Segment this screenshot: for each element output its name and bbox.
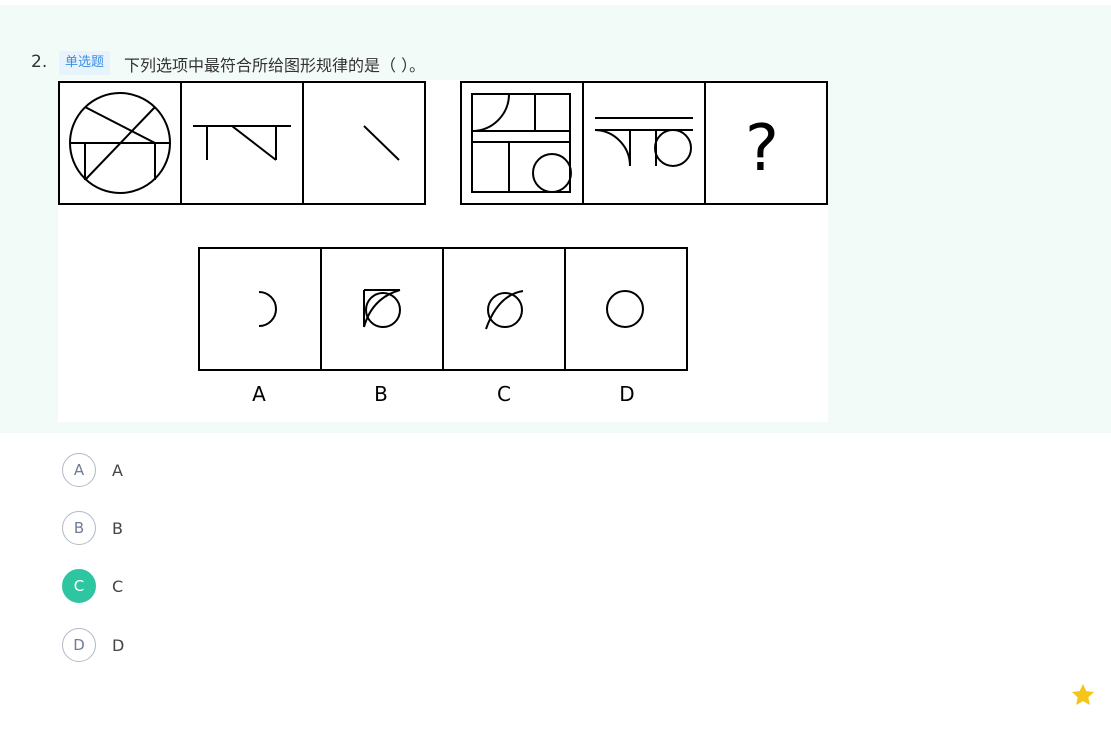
option-box-c bbox=[442, 247, 566, 371]
option-box-b bbox=[320, 247, 444, 371]
option-b-text: B bbox=[112, 518, 123, 538]
figure-box-5 bbox=[582, 81, 706, 205]
figure-3-shape bbox=[363, 125, 400, 161]
option-a-text: A bbox=[112, 460, 123, 480]
option-a[interactable]: A A bbox=[62, 452, 362, 488]
question-figure: ? A B C D bbox=[58, 80, 828, 422]
option-c[interactable]: C C bbox=[62, 568, 362, 604]
question-panel: 2. 单选题 下列选项中最符合所给图形规律的是（ ）。 bbox=[0, 5, 1111, 433]
option-d[interactable]: D D bbox=[62, 627, 362, 663]
option-d-shape bbox=[606, 290, 644, 328]
figure-box-3 bbox=[302, 81, 426, 205]
option-d-text: D bbox=[112, 635, 125, 655]
figure-4-shape bbox=[471, 93, 572, 193]
option-b-letter[interactable]: B bbox=[62, 511, 96, 545]
question-text: 下列选项中最符合所给图形规律的是（ ）。 bbox=[124, 56, 426, 75]
option-c-text: C bbox=[112, 576, 124, 596]
figure-label-b: B bbox=[374, 382, 388, 406]
figure-box-6 bbox=[704, 81, 828, 205]
figure-label-a: A bbox=[252, 382, 266, 406]
question-mark: ? bbox=[745, 112, 779, 186]
option-a-letter[interactable]: A bbox=[62, 453, 96, 487]
option-box-d bbox=[564, 247, 688, 371]
option-a-shape bbox=[258, 291, 277, 327]
figure-label-d: D bbox=[619, 382, 634, 406]
option-c-letter[interactable]: C bbox=[62, 569, 96, 603]
figure-svg: ? A B C D bbox=[58, 81, 828, 406]
figure-1-shape bbox=[69, 92, 171, 194]
figure-5-shape bbox=[594, 117, 693, 167]
option-d-letter[interactable]: D bbox=[62, 628, 96, 662]
figure-box-2 bbox=[180, 81, 304, 205]
question-type-badge: 单选题 bbox=[59, 51, 111, 75]
option-box-a bbox=[198, 247, 322, 371]
option-b[interactable]: B B bbox=[62, 510, 362, 546]
option-b-shape bbox=[363, 289, 401, 328]
star-icon[interactable] bbox=[1070, 682, 1096, 708]
question-number: 2. bbox=[31, 52, 48, 72]
option-c-shape bbox=[485, 290, 524, 330]
figure-label-c: C bbox=[497, 382, 511, 406]
figure-2-shape bbox=[193, 125, 291, 161]
